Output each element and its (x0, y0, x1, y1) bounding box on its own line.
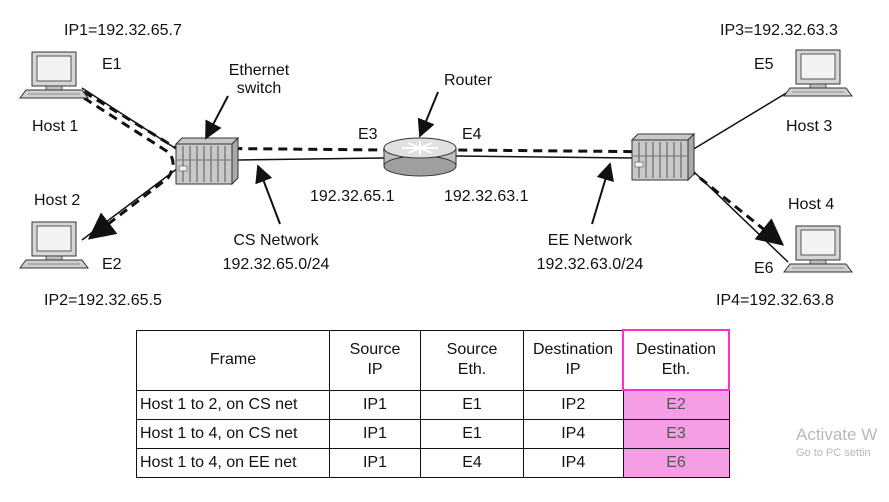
router-icon (383, 137, 457, 177)
host3-eth-label: E5 (754, 56, 774, 73)
host1-ip-label: IP1=192.32.65.7 (64, 22, 182, 39)
cell-source-eth: E1 (420, 419, 524, 449)
cell-destination-eth: E3 (622, 419, 730, 449)
host4-ip-label: IP4=192.32.63.8 (716, 292, 834, 309)
cell-destination-ip: IP4 (523, 419, 624, 449)
host2-eth-label: E2 (102, 256, 122, 273)
cell-destination-eth: E6 (622, 448, 730, 478)
table-row: Host 1 to 2, on CS net IP1 E1 IP2 E2 (136, 389, 730, 420)
activation-watermark: Activate W Go to PC settin (796, 425, 877, 459)
router-right-port-label: E4 (462, 126, 482, 143)
cell-frame: Host 1 to 4, on CS net (136, 419, 330, 449)
cell-source-eth: E4 (420, 448, 524, 478)
watermark-line1: Activate W (796, 425, 878, 444)
host4-computer-icon (783, 225, 853, 273)
router-right-ip-label: 192.32.63.1 (444, 188, 529, 205)
ethernet-switch-label: Ethernet switch (228, 62, 290, 97)
frame-address-table: Frame Source IP Source Eth. Destination … (136, 329, 730, 478)
cell-source-ip: IP1 (329, 448, 421, 478)
header-destination-eth: Destination Eth. (622, 329, 730, 391)
ee-network-pointer-arrow (591, 162, 614, 225)
ee-network-name-label: EE Network (547, 232, 633, 249)
cell-frame: Host 1 to 4, on EE net (136, 448, 330, 478)
cell-destination-ip: IP4 (523, 448, 624, 478)
host4-name-label: Host 4 (788, 196, 835, 213)
cs-network-name-label: CS Network (233, 232, 319, 249)
ee-switch-icon (631, 133, 695, 181)
link-switch2-host3 (691, 91, 789, 151)
host1-eth-label: E1 (102, 56, 122, 73)
host4-eth-label: E6 (754, 260, 774, 277)
router-label: Router (444, 72, 493, 89)
table-row: Host 1 to 4, on EE net IP1 E4 IP4 E6 (136, 448, 730, 478)
header-destination-ip: Destination IP (523, 329, 624, 391)
cs-network-prefix-label: 192.32.65.0/24 (222, 256, 330, 273)
router-pointer-arrow (417, 91, 439, 138)
link-switch-router (237, 157, 385, 161)
cell-frame: Host 1 to 2, on CS net (136, 389, 330, 420)
host2-ip-label: IP2=192.32.65.5 (44, 292, 162, 309)
cell-destination-eth: E2 (622, 389, 730, 420)
router-left-port-label: E3 (358, 126, 378, 143)
host3-ip-label: IP3=192.32.63.3 (720, 22, 838, 39)
host2-name-label: Host 2 (34, 192, 81, 209)
cell-source-ip: IP1 (329, 419, 421, 449)
switch-pointer-arrow (205, 95, 229, 140)
watermark-line2: Go to PC settin (796, 447, 871, 459)
host1-name-label: Host 1 (32, 118, 79, 135)
cs-network-pointer-arrow (255, 164, 281, 225)
header-source-eth: Source Eth. (420, 329, 524, 391)
network-diagram (19, 49, 853, 273)
host1-computer-icon (19, 51, 89, 99)
router-left-ip-label: 192.32.65.1 (310, 188, 395, 205)
ee-network-prefix-label: 192.32.63.0/24 (536, 256, 644, 273)
cell-source-eth: E1 (420, 389, 524, 420)
table-header-row: Frame Source IP Source Eth. Destination … (136, 329, 730, 391)
link-switch2-host4 (691, 169, 789, 263)
frame-path-host1-to-host2 (83, 96, 175, 240)
table-row: Host 1 to 4, on CS net IP1 E1 IP4 E3 (136, 419, 730, 449)
host3-name-label: Host 3 (786, 118, 833, 135)
header-source-ip: Source IP (329, 329, 421, 391)
ethernet-switch-icon (175, 137, 239, 185)
host2-computer-icon (19, 221, 89, 269)
host3-computer-icon (783, 49, 853, 97)
cell-destination-ip: IP2 (523, 389, 624, 420)
header-frame: Frame (136, 329, 330, 391)
cell-source-ip: IP1 (329, 389, 421, 420)
link-router-switch2 (455, 155, 635, 159)
link-host2-switch (81, 167, 179, 241)
